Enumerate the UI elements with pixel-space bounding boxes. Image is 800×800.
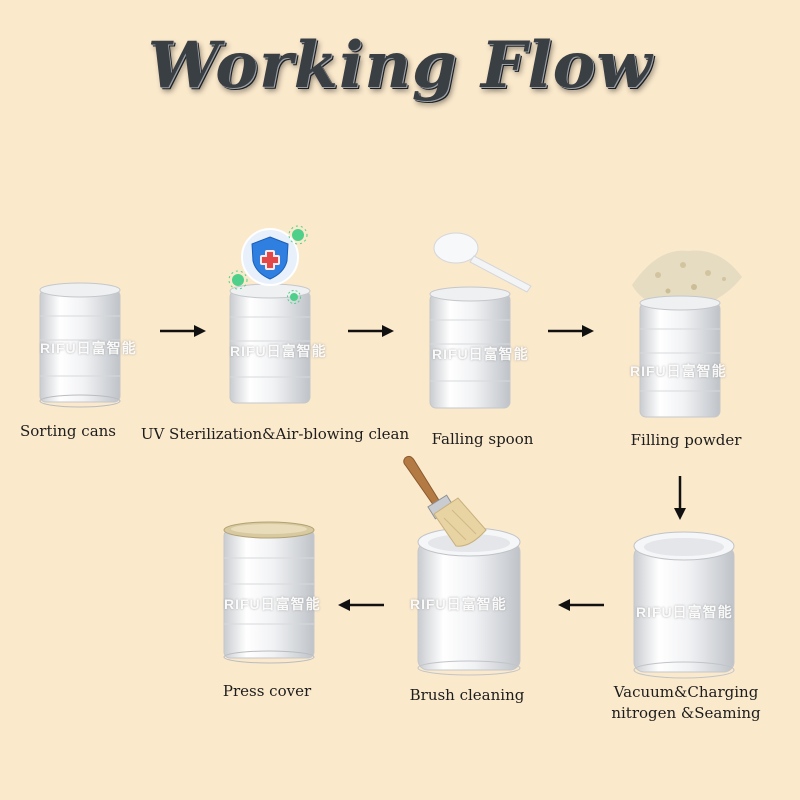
brand-watermark: RIFU日富智能 (410, 596, 507, 612)
arrow-left-icon (558, 599, 604, 611)
measuring-spoon-icon (433, 232, 532, 293)
arrow-right-icon (160, 325, 206, 337)
step-label-falling-spoon: Falling spoon (431, 430, 534, 448)
paint-brush-icon (403, 455, 487, 547)
step-sorting-cans: RIFU日富智能 (36, 280, 136, 410)
brand-watermark: RIFU日富智能 (432, 346, 529, 362)
step-label-sorting-cans: Sorting cans (19, 422, 117, 440)
virus-icon (228, 225, 308, 304)
can-with-brush-image (403, 455, 521, 676)
brand-watermark: RIFU日富智能 (40, 340, 137, 356)
step-uv-sterilization: RIFU日富智能 (226, 225, 326, 410)
arrow-right-icon (348, 325, 394, 337)
arrow-right-icon (548, 325, 594, 337)
can-with-shield-image (228, 225, 311, 404)
step-label-brush-cleaning: Brush cleaning (409, 686, 525, 704)
can-with-powder-image (632, 250, 742, 418)
arrow-down-icon (674, 476, 686, 520)
brand-watermark: RIFU日富智能 (636, 604, 733, 620)
step-label-press-cover: Press cover (222, 682, 312, 700)
step-label-vacuum-seaming: Vacuum&Charging nitrogen &Seaming (611, 683, 761, 722)
can-with-spoon-image (429, 232, 532, 409)
step-brush-cleaning: RIFU日富智能 (400, 452, 530, 677)
step-press-cover: RIFU日富智能 (218, 520, 322, 665)
step-vacuum-seaming: RIFU日富智能 (630, 528, 742, 679)
covered-can-image (223, 521, 315, 664)
step-filling-powder: RIFU日富智能 (628, 245, 748, 425)
can-image (39, 282, 121, 408)
open-can-image (633, 531, 735, 679)
step-falling-spoon: RIFU日富智能 (426, 226, 541, 416)
powder-pile-icon (632, 250, 742, 305)
step-label-filling-powder: Filling powder (630, 431, 742, 449)
brand-watermark: RIFU日富智能 (224, 596, 321, 612)
arrow-left-icon (338, 599, 384, 611)
brand-watermark: RIFU日富智能 (630, 363, 727, 379)
step-label-uv-sterilization: UV Sterilization&Air-blowing clean (140, 425, 410, 443)
page-title: Working Flow (147, 28, 653, 103)
brand-watermark: RIFU日富智能 (230, 343, 327, 359)
